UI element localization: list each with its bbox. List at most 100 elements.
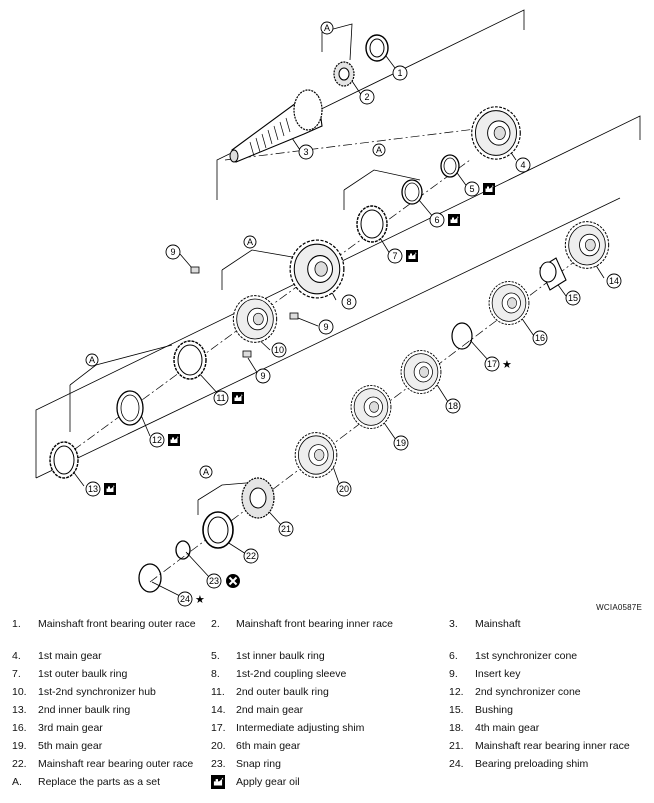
gear-oil-icon (232, 392, 244, 404)
6th-main-gear (294, 432, 338, 478)
insert-key-bottom (242, 350, 252, 358)
legend-text: 5th main gear (38, 740, 103, 752)
callout-9: 9 (170, 247, 175, 257)
gear-oil-icon (168, 434, 180, 446)
mainshaft (229, 89, 323, 163)
legend-text: 1st outer baulk ring (38, 668, 128, 680)
snap-ring (175, 540, 191, 560)
rear-bearing-inner-race (241, 477, 275, 519)
legend-text: Mainshaft (475, 618, 521, 630)
intermediate-adjusting-shim (451, 322, 473, 350)
legend-text: Snap ring (236, 758, 281, 770)
1st-synchronizer-cone (401, 179, 423, 205)
2nd-inner-baulk-ring (49, 441, 79, 479)
callout-15: 15 (568, 293, 578, 303)
legend-number: 19. (12, 740, 27, 752)
legend-text: Insert key (475, 668, 521, 680)
gear-oil-icon (104, 483, 116, 495)
set-marker-a: A (203, 467, 209, 477)
callouts: 1 2 3 4 5 6 7 8 9 9 9 10 11 12 13 14 15 … (85, 65, 622, 607)
callout-2: 2 (364, 92, 369, 102)
callout-6: 6 (434, 215, 439, 225)
legend-text: Replace the parts as a set (38, 776, 160, 788)
callout-4: 4 (520, 160, 525, 170)
front-bearing-outer-race (365, 34, 389, 62)
legend-number: 18. (449, 722, 464, 734)
legend-text: 1st synchronizer cone (475, 650, 578, 662)
callout-7: 7 (392, 251, 397, 261)
legend-text: 6th main gear (236, 740, 301, 752)
callout-18: 18 (448, 401, 458, 411)
legend-text: 2nd inner baulk ring (38, 704, 131, 716)
set-markers: A A A A A (85, 21, 386, 479)
callout-20: 20 (339, 484, 349, 494)
gear-oil-icon (406, 250, 418, 262)
star-icon: ★ (195, 594, 205, 606)
2nd-main-gear (564, 221, 610, 269)
legend-row: 1. Mainshaft front bearing outer race 2.… (0, 618, 654, 646)
callout-9: 9 (260, 371, 265, 381)
legend-text: 3rd main gear (38, 722, 103, 734)
legend-number: 3. (449, 618, 458, 630)
legend-text: Bearing preloading shim (475, 758, 589, 770)
4th-main-gear (400, 350, 442, 394)
2nd-outer-baulk-ring (173, 340, 207, 380)
callout-14: 14 (609, 276, 619, 286)
coupling-sleeve (289, 239, 345, 299)
legend-text: Apply gear oil (236, 776, 300, 788)
star-icon: ★ (502, 359, 512, 371)
legend-number: 8. (211, 668, 220, 680)
legend-text: 2nd outer baulk ring (236, 686, 329, 698)
legend-number: 20. (211, 740, 226, 752)
set-marker-a: A (247, 237, 253, 247)
callout-10: 10 (274, 345, 284, 355)
callout-3: 3 (303, 147, 308, 157)
callout-5: 5 (469, 184, 474, 194)
legend-text: 2nd main gear (236, 704, 304, 716)
legend-number: 17. (211, 722, 226, 734)
bearing-preloading-shim (138, 563, 162, 593)
star-markers: ★ ★ (195, 359, 512, 606)
1st-outer-baulk-ring (356, 205, 388, 243)
callout-21: 21 (281, 524, 291, 534)
legend-number: A. (12, 776, 22, 788)
set-marker-a: A (376, 145, 382, 155)
callout-22: 22 (246, 551, 256, 561)
5th-main-gear (350, 385, 392, 429)
legend-number: 7. (12, 668, 21, 680)
legend-text: 1st inner baulk ring (236, 650, 325, 662)
leader-lines (35, 9, 641, 597)
legend-text: Mainshaft rear bearing inner race (475, 740, 630, 752)
axis-lines (59, 125, 591, 583)
callout-1: 1 (397, 68, 402, 78)
legend-number: 5. (211, 650, 220, 662)
legend-number: 21. (449, 740, 464, 752)
gear-oil-icon (448, 214, 460, 226)
legend-number: 12. (449, 686, 464, 698)
legend-number: 14. (211, 704, 226, 716)
callout-23: 23 (209, 576, 219, 586)
callout-17: 17 (487, 359, 497, 369)
legend-number: 10. (12, 686, 27, 698)
bushing (539, 257, 567, 291)
legend-text: 2nd synchronizer cone (475, 686, 581, 698)
legend-text: 1st main gear (38, 650, 102, 662)
legend-number: 9. (449, 668, 458, 680)
legend-text: 1st-2nd coupling sleeve (236, 668, 347, 680)
legend-number: 4. (12, 650, 21, 662)
callout-8: 8 (346, 297, 351, 307)
legend-number: 11. (211, 686, 225, 698)
parts (49, 34, 610, 593)
set-marker-a: A (89, 355, 95, 365)
callout-13: 13 (88, 484, 98, 494)
legend-number: 16. (12, 722, 27, 734)
legend-number: 15. (449, 704, 464, 716)
callout-24: 24 (180, 594, 190, 604)
exploded-parts-diagram: A A A A A 1 2 3 4 5 6 7 8 9 9 9 10 11 12… (35, 9, 641, 607)
callout-19: 19 (396, 438, 406, 448)
front-bearing-inner-race (333, 61, 355, 87)
callout-9: 9 (323, 322, 328, 332)
1st-inner-baulk-ring (440, 154, 460, 178)
do-not-reuse-icon (226, 574, 240, 588)
legend-text: Mainshaft front bearing outer race (38, 618, 196, 630)
